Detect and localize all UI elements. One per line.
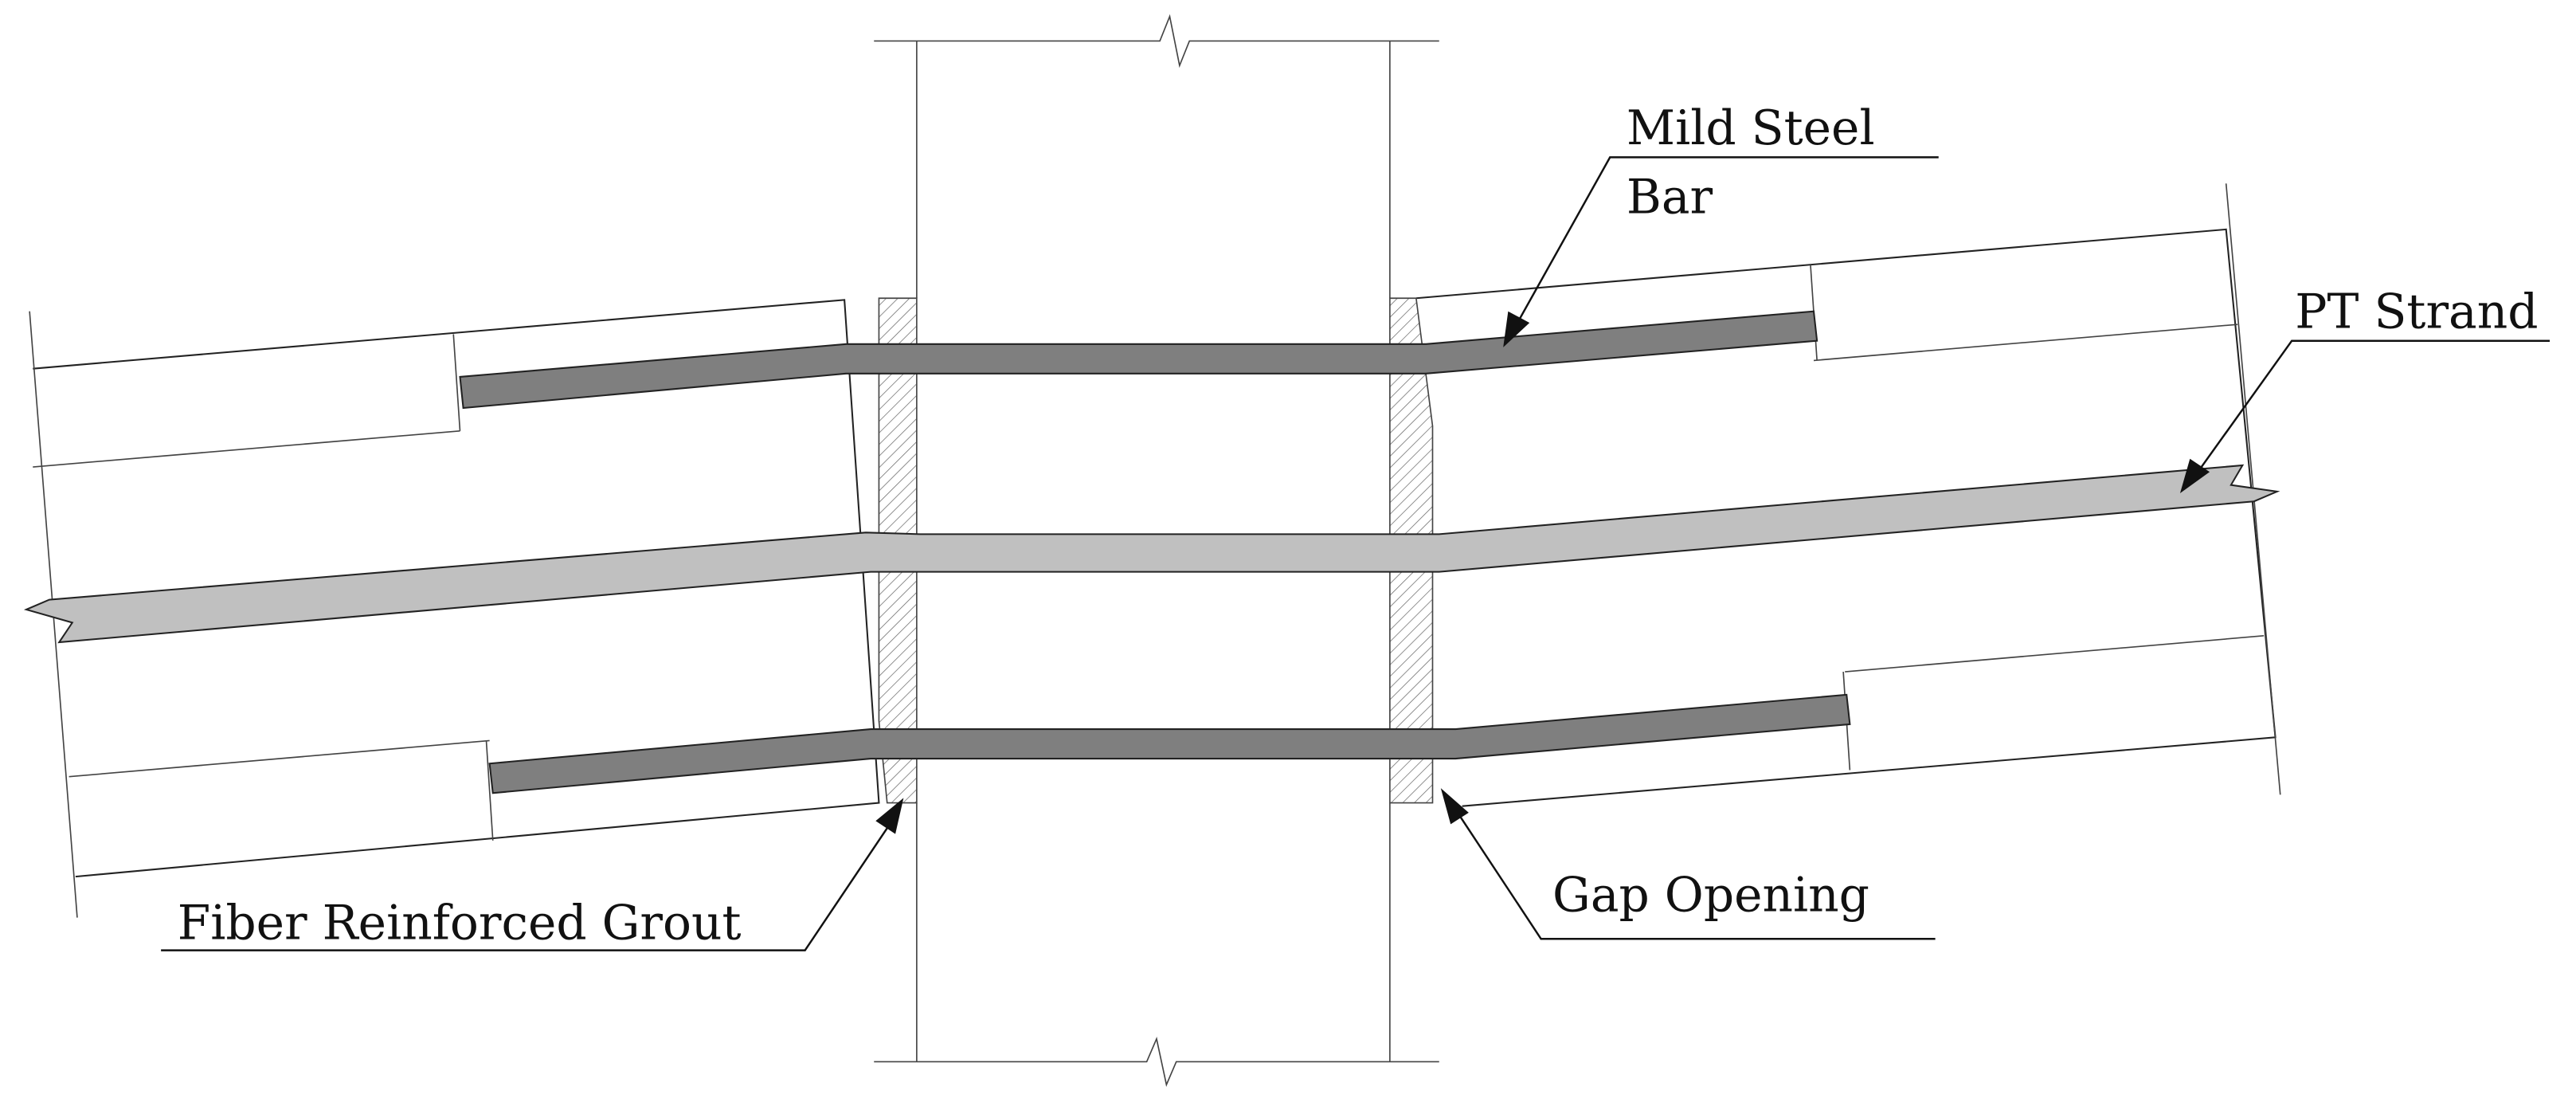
column-top-break (874, 14, 1439, 69)
label-gap-opening: Gap Opening (1552, 868, 1869, 923)
leader-lines (161, 156, 2550, 951)
label-fiber-grout: Fiber Reinforced Grout (178, 896, 742, 951)
column (874, 14, 1439, 1087)
fiber-grout-arrow-head (875, 798, 904, 834)
mild-steel-bar-bottom (488, 693, 1851, 794)
pt-strand (23, 464, 2280, 644)
label-mild-steel-line1: Mild Steel (1627, 101, 1875, 156)
column-bottom-break (874, 1036, 1439, 1087)
mild-steel-arrow-head (1503, 311, 1530, 347)
mild-steel-leader (1513, 156, 1939, 328)
left-top-duct (452, 334, 461, 431)
label-pt-strand: PT Strand (2295, 284, 2538, 339)
mild-steel-bar-top (459, 310, 1818, 410)
label-mild-steel-line2: Bar (1627, 170, 1713, 225)
gap-opening-arrow-head (1440, 788, 1469, 825)
gap-opening-leader (1448, 798, 1936, 940)
pt-strand-leader (2192, 339, 2550, 480)
left-bottom-duct (485, 740, 494, 841)
fiber-grout-leader (161, 810, 900, 951)
